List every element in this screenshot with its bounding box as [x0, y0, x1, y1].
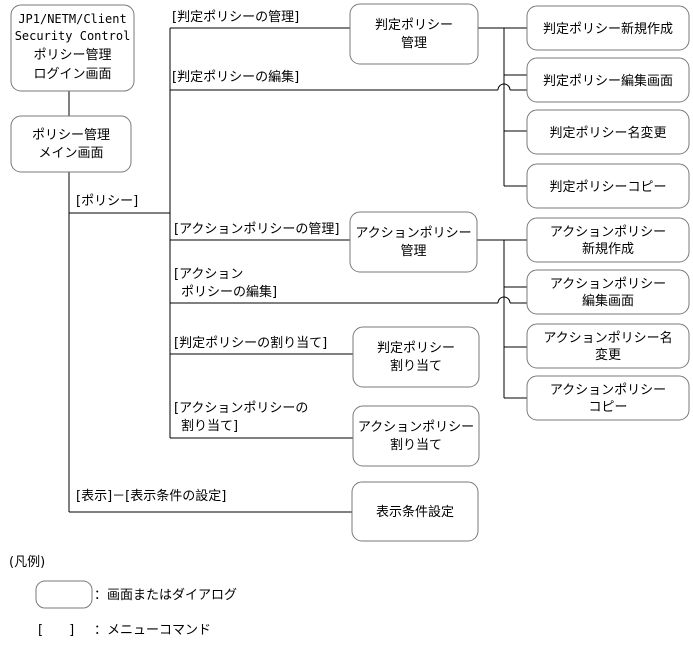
svg-text:アクションポリシー: アクションポリシー [355, 226, 471, 241]
action-policy-assign-node: アクションポリシー 割り当て [352, 405, 480, 467]
svg-text:判定ポリシー新規作成: 判定ポリシー新規作成 [543, 21, 673, 37]
judge-policy-rename-node: 判定ポリシー名変更 [526, 109, 690, 155]
svg-text:JP1/NETM/Client: JP1/NETM/Client [18, 12, 126, 26]
judge-policy-management-node: 判定ポリシー 管理 [349, 3, 479, 65]
menu-judge-management-label: [判定ポリシーの管理] [172, 10, 299, 25]
action-policy-new-node: アクションポリシー 新規作成 [526, 217, 690, 263]
judge-policy-new-node: 判定ポリシー新規作成 [526, 5, 690, 51]
svg-text:判定ポリシー: 判定ポリシー [375, 18, 453, 33]
svg-text:Security Control: Security Control [15, 29, 131, 43]
legend-screen-symbol [35, 580, 93, 609]
action-policy-copy-node: アクションポリシー コピー [526, 375, 690, 421]
svg-text:アクションポリシー: アクションポリシー [550, 383, 666, 398]
menu-action-management-label: [アクションポリシーの管理] [174, 222, 340, 237]
menu-policy-label: [ポリシー] [76, 194, 138, 209]
svg-text:判定ポリシーコピー: 判定ポリシーコピー [549, 180, 666, 195]
svg-text:編集画面: 編集画面 [582, 293, 634, 309]
svg-text:ポリシー管理: ポリシー管理 [32, 128, 110, 143]
legend-menu-text: ：メニューコマンド [94, 623, 211, 638]
menu-judge-assign-label: [判定ポリシーの割り当て] [174, 335, 327, 351]
svg-text:管理: 管理 [400, 244, 426, 259]
svg-text:アクションポリシー: アクションポリシー [550, 225, 666, 240]
connector-lines [68, 27, 527, 513]
legend-screen-text: ：画面またはダイアログ [94, 588, 237, 603]
legend-menu-symbol: [ ] [38, 623, 74, 638]
main-screen-node: ポリシー管理 メイン画面 [10, 115, 132, 173]
legend-title: (凡例) [9, 555, 45, 570]
login-screen-node: JP1/NETM/Client Security Control ポリシー管理 … [10, 4, 135, 92]
menu-action-edit-label-2: ポリシーの編集] [181, 284, 277, 300]
menu-action-assign-label-1: [アクションポリシーの [174, 401, 308, 416]
svg-text:判定ポリシー: 判定ポリシー [377, 341, 455, 356]
menu-action-edit-label-1: [アクション [174, 267, 243, 282]
svg-text:判定ポリシー名変更: 判定ポリシー名変更 [549, 125, 666, 141]
judge-policy-assign-node: 判定ポリシー 割り当て [352, 326, 480, 388]
svg-text:新規作成: 新規作成 [582, 241, 634, 257]
svg-text:ログイン画面: ログイン画面 [33, 67, 111, 82]
display-condition-node: 表示条件設定 [351, 481, 479, 542]
svg-text:アクションポリシー: アクションポリシー [358, 420, 474, 435]
action-policy-edit-node: アクションポリシー 編集画面 [526, 269, 690, 315]
svg-text:割り当て: 割り当て [390, 358, 442, 374]
svg-text:表示条件設定: 表示条件設定 [376, 504, 454, 520]
menu-action-assign-label-2: 割り当て] [181, 418, 238, 434]
svg-text:割り当て: 割り当て [390, 437, 442, 453]
svg-text:アクションポリシー名: アクションポリシー名 [543, 330, 672, 346]
judge-policy-edit-node: 判定ポリシー編集画面 [526, 57, 690, 103]
action-policy-rename-node: アクションポリシー名 変更 [526, 323, 690, 369]
svg-text:判定ポリシー編集画面: 判定ポリシー編集画面 [543, 73, 673, 89]
svg-text:コピー: コピー [588, 400, 627, 415]
legend: (凡例) ：画面またはダイアログ [ ] ：メニューコマンド [9, 555, 237, 638]
svg-text:メイン画面: メイン画面 [38, 146, 103, 161]
svg-text:アクションポリシー: アクションポリシー [550, 277, 666, 292]
judge-policy-copy-node: 判定ポリシーコピー [526, 163, 690, 209]
svg-text:ポリシー管理: ポリシー管理 [33, 48, 111, 63]
menu-judge-edit-label: [判定ポリシーの編集] [172, 69, 299, 85]
menu-display-label: [表示]－[表示条件の設定] [76, 488, 226, 504]
action-policy-management-node: アクションポリシー 管理 [349, 211, 478, 273]
svg-text:管理: 管理 [401, 36, 427, 51]
svg-text:変更: 変更 [595, 347, 621, 363]
